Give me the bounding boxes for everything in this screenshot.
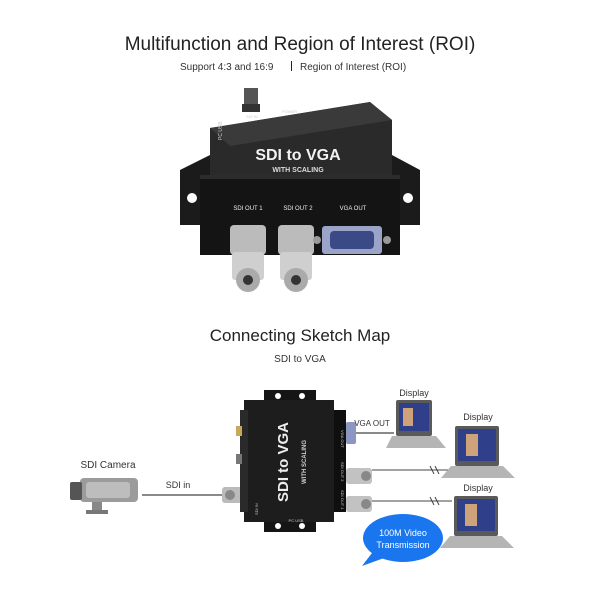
sketch-device-out2: SDI OUT 2 <box>340 462 345 482</box>
bubble-line-2: Transmission <box>376 540 429 550</box>
sketch-device-sub: WITH SCALING <box>302 440 308 484</box>
sdi-camera-icon <box>70 478 138 514</box>
device-power-label: POWER <box>282 109 297 114</box>
sketch-device-usb: PC USB <box>289 518 304 523</box>
sketch-device: SDI to VGA WITH SCALING SDI IN PC USB VG… <box>236 390 372 532</box>
sketch-device-out1: SDI OUT 1 <box>340 490 345 510</box>
bnc-connector-1 <box>230 225 266 292</box>
camera-label: SDI Camera <box>80 460 135 471</box>
page-title: Multifunction and Region of Interest (RO… <box>124 34 476 55</box>
laptop-display-2 <box>441 426 515 478</box>
sdi-in-connector-top <box>244 88 258 108</box>
sketch-vga-port <box>346 422 356 444</box>
sketch-device-brand: SDI to VGA <box>275 422 292 502</box>
sketch-subtitle: SDI to VGA <box>274 354 326 365</box>
device-sdi-in-label: SDI IN <box>246 114 258 119</box>
sketch-device-vga: VGA OUT <box>340 430 345 448</box>
vga-out-label: VGA OUT <box>354 419 390 428</box>
port-label-vga-out: VGA OUT <box>340 206 367 212</box>
port-label-sdi-out2: SDI OUT 2 <box>283 206 313 212</box>
bnc-connector-2 <box>278 225 314 292</box>
device-brand-sub: WITH SCALING <box>272 167 324 174</box>
subtitle-divider <box>291 61 292 71</box>
subtitle-roi: Region of Interest (ROI) <box>300 62 407 73</box>
laptop-display-1 <box>386 400 446 448</box>
device-sdi-in-bnc <box>222 487 242 503</box>
sketch-bnc-out1 <box>346 496 372 512</box>
sketch-bnc-out2 <box>346 468 372 484</box>
transmission-bubble: 100M Video Transmission <box>362 514 443 566</box>
display-label-1: Display <box>399 388 429 398</box>
display-label-2: Display <box>463 412 493 422</box>
sketch-device-sdi-in: SDI IN <box>254 503 259 515</box>
bubble-line-1: 100M Video <box>379 528 427 538</box>
device-photo: SDI to VGA WITH SCALING PC USB SDI IN PO… <box>180 88 420 292</box>
sketch-title: Connecting Sketch Map <box>209 326 391 345</box>
sdi-in-label: SDI in <box>166 480 191 490</box>
connection-diagram: SDI Camera SDI in SDI to VGA WITH SCALIN… <box>70 388 515 566</box>
laptop-display-3 <box>440 496 514 548</box>
vga-port <box>313 226 391 254</box>
subtitle-aspect: Support 4:3 and 16:9 <box>180 62 274 73</box>
device-pcusb-label: PC USB <box>218 121 224 140</box>
device-brand-main: SDI to VGA <box>255 147 341 164</box>
display-label-3: Display <box>463 483 493 493</box>
port-label-sdi-out1: SDI OUT 1 <box>233 206 263 212</box>
